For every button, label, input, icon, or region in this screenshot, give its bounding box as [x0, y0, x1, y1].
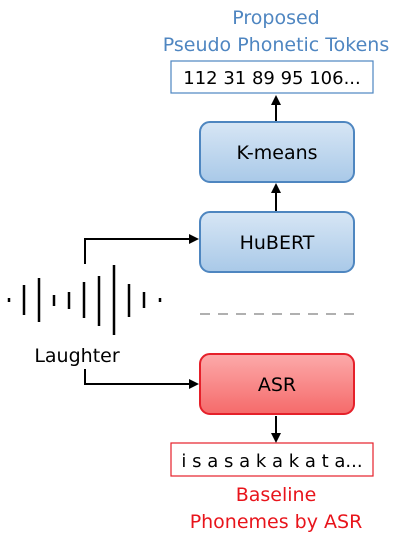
token-output-box — [170, 60, 374, 94]
proposed-title-line2: Pseudo Phonetic Tokens — [163, 34, 390, 56]
hubert-label: HuBERT — [240, 232, 315, 254]
asr-block — [199, 353, 355, 415]
phoneme-output-box — [170, 442, 374, 477]
proposed-title-line1: Proposed — [232, 7, 319, 29]
input-label-laughter: Laughter — [34, 345, 120, 367]
waveform-icon — [7, 265, 162, 335]
kmeans-label: K-means — [236, 142, 317, 164]
arrow-audio-to-hubert — [84, 234, 199, 264]
asr-label: ASR — [258, 374, 296, 396]
phoneme-output-text: i s a s a k a k a t a... — [181, 451, 362, 472]
baseline-title-line2: Phonemes by ASR — [190, 511, 363, 533]
baseline-title-line1: Baseline — [236, 484, 317, 506]
arrow-audio-to-asr — [84, 369, 199, 389]
hubert-block — [199, 211, 355, 273]
kmeans-block — [199, 121, 355, 183]
token-output-text: 112 31 89 95 106... — [183, 68, 360, 89]
